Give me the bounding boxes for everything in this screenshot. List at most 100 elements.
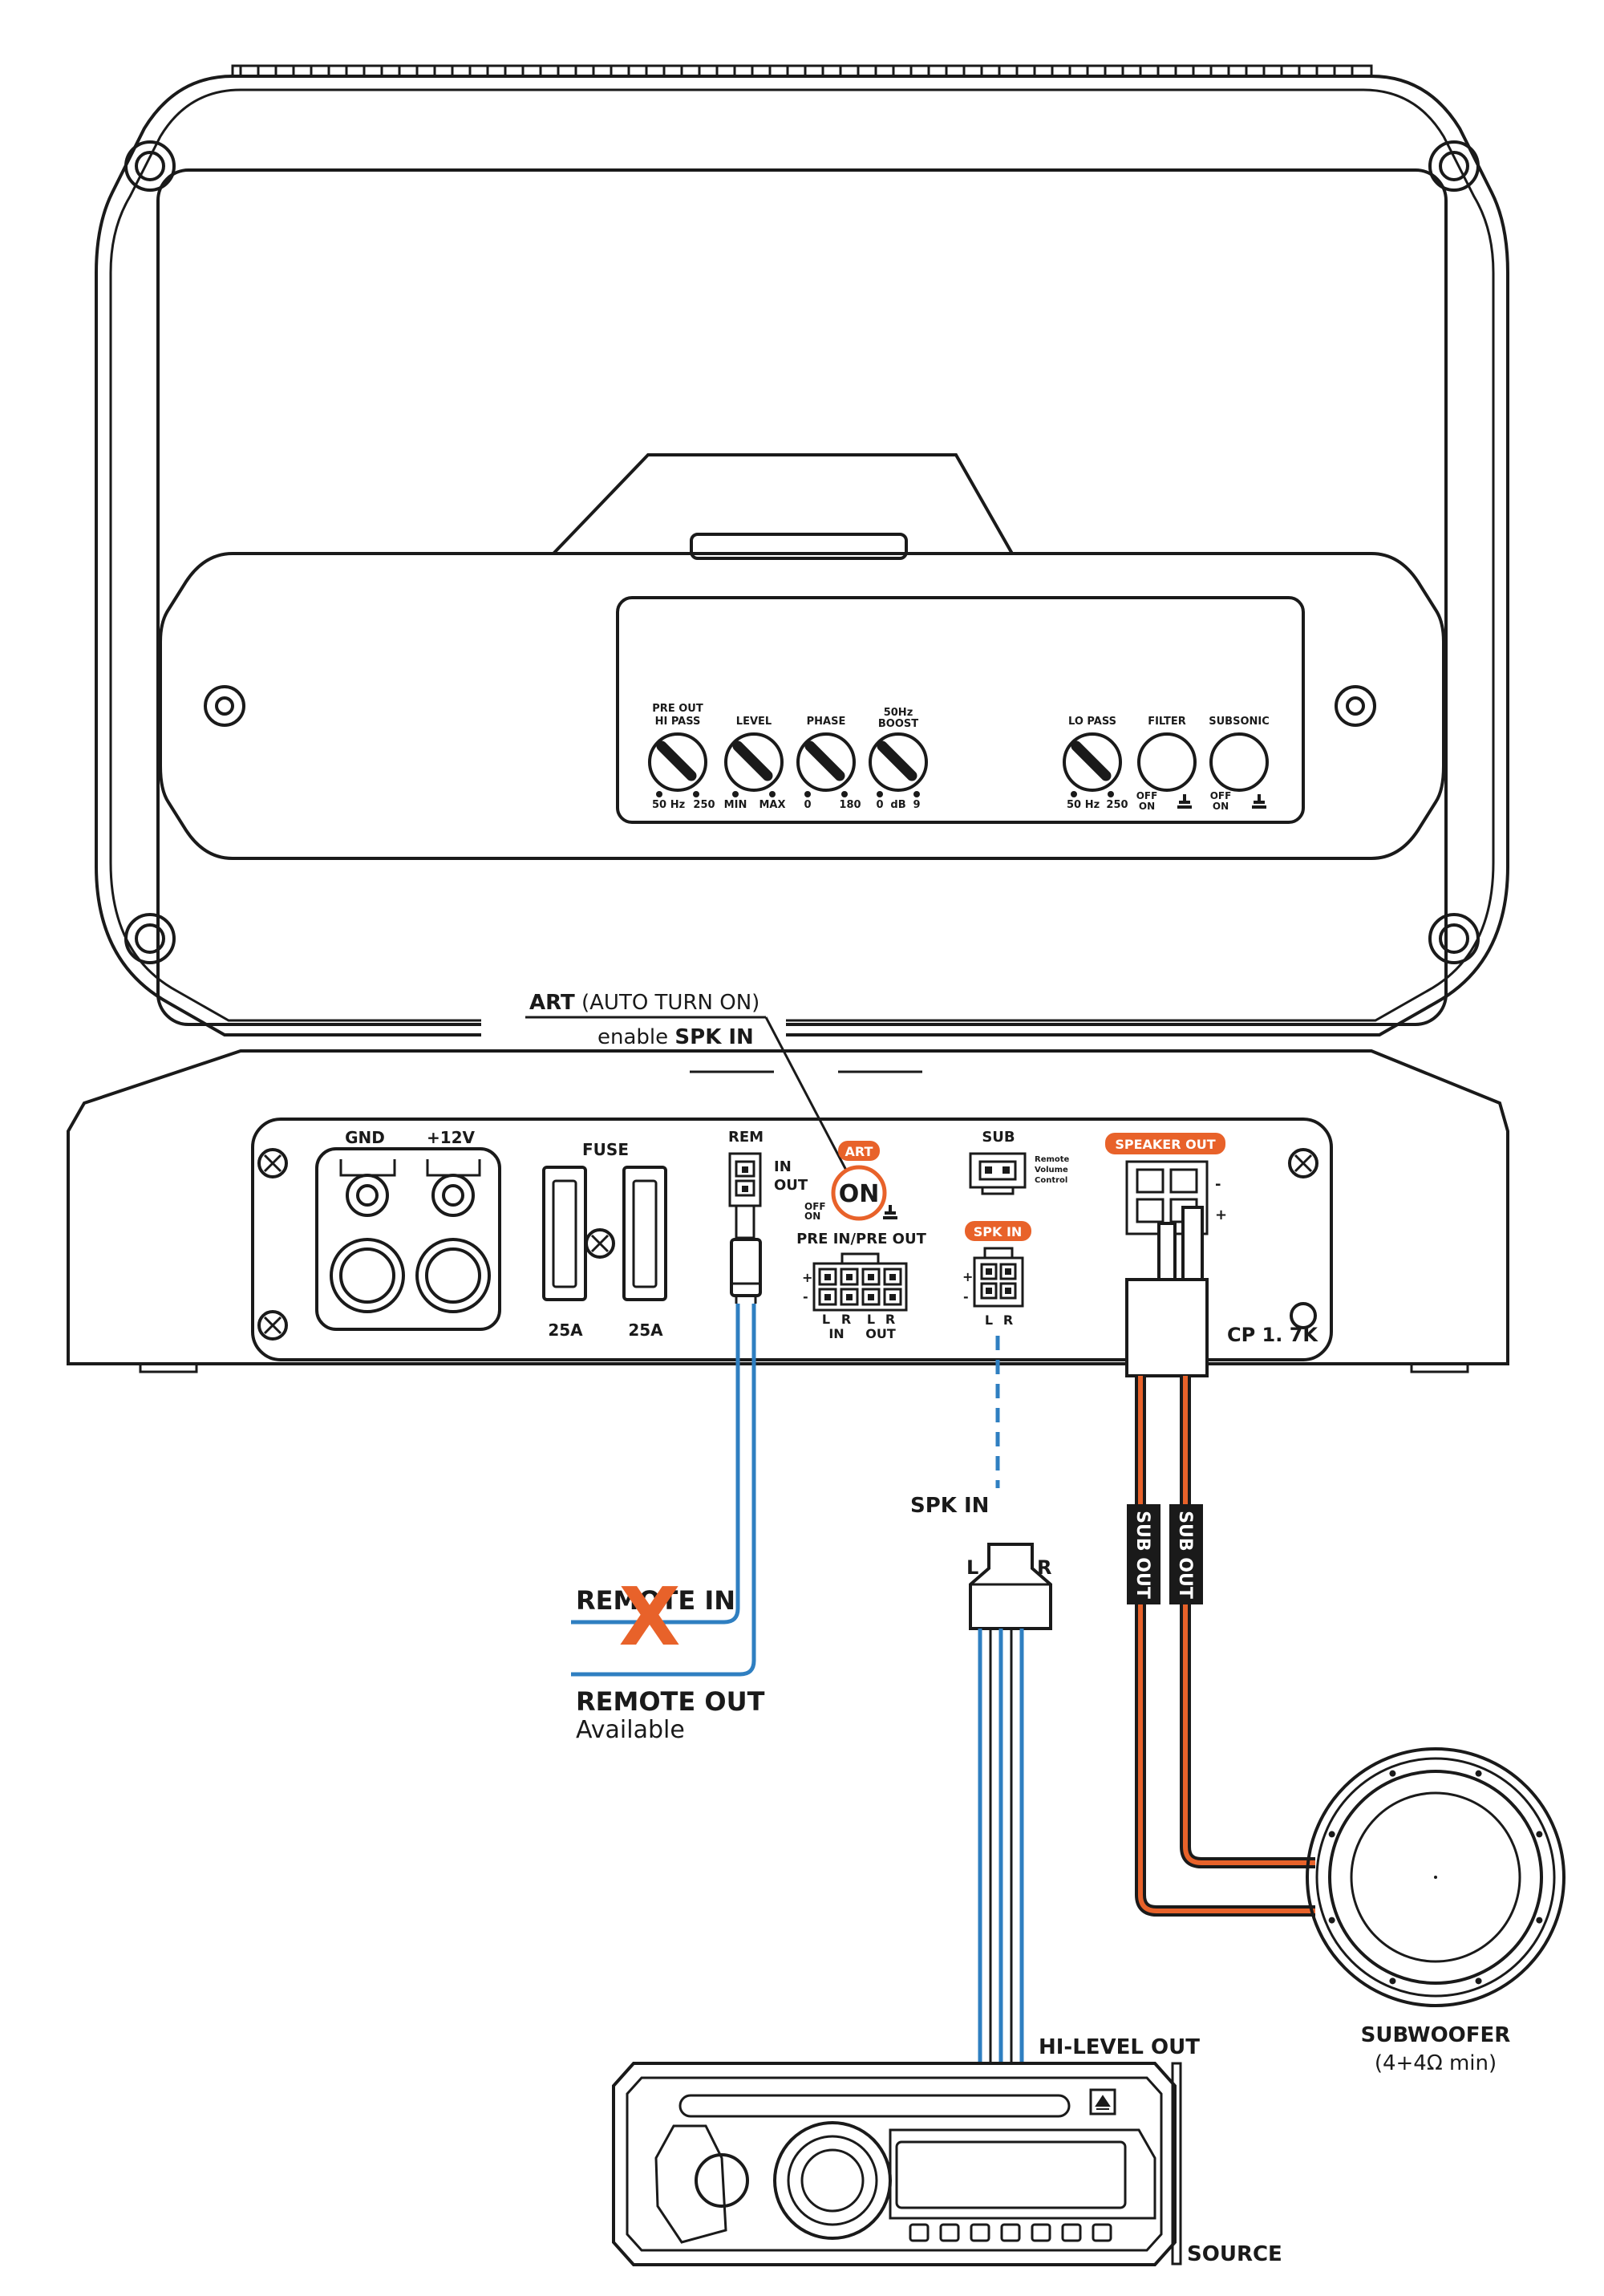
spk-in-badge [965,1221,1031,1241]
speaker-out-badge [1105,1133,1225,1154]
preset-button[interactable] [1092,2223,1112,2242]
model-label: CP 1. 7K [1227,1324,1318,1346]
art-callout: ART (AUTO TURN ON) enable SPK IN [481,991,852,1178]
gnd-terminal[interactable] [330,1174,405,1313]
boost-label: 50Hz [884,707,913,719]
rem-connector[interactable] [728,1152,762,1304]
svg-text:ON: ON [1139,801,1155,812]
preset-button[interactable] [970,2223,990,2242]
source-label: SOURCE [1187,2242,1282,2266]
level-label: LEVEL [736,716,772,728]
disabled-x-icon: X [618,1570,680,1664]
svg-text:250: 250 [1106,799,1128,811]
plate-screw-icon [204,685,245,727]
speaker-out-connector[interactable] [1125,1160,1209,1377]
svg-text:+: + [1215,1207,1227,1223]
plus12v-label: +12V [427,1128,476,1147]
faceplate-right [889,2128,1156,2220]
svg-text:R: R [1037,1556,1051,1579]
preset-button[interactable] [1000,2223,1021,2242]
fuse-2[interactable] [622,1166,667,1301]
svg-text:180: 180 [839,799,861,811]
lopass-label: LO PASS [1068,716,1116,728]
amplifier-top-inner-outline [109,88,1495,1022]
eject-button[interactable] [1089,2088,1116,2115]
head-unit-display [895,2140,1127,2209]
remote-in-label: REMOTE IN [576,1585,735,1616]
fuse-label: FUSE [582,1140,629,1159]
front-panel [251,1118,1333,1361]
fuse-rating: 25A [628,1320,663,1340]
corner-screw-icon [124,140,1480,964]
svg-text:MAX: MAX [759,799,785,811]
svg-text:L: L [867,1312,875,1327]
volume-knob[interactable] [773,2121,892,2240]
preset-button[interactable] [909,2223,930,2242]
available-label: Available [576,1716,685,1744]
svg-text:50: 50 [652,799,666,811]
heat-sink-fins [231,64,1373,76]
control-window [616,596,1305,824]
fuse-1[interactable] [542,1166,587,1301]
filter-label: FILTER [1148,716,1186,728]
svg-text:R: R [1003,1312,1013,1328]
svg-text:SPK IN: SPK IN [974,1224,1023,1239]
pre-in-out-connector[interactable] [812,1252,908,1312]
svg-text:-: - [1215,1176,1221,1193]
subsonic-switch[interactable]: SUBSONIC OFF ON [1209,716,1270,812]
art-callout-subtitle: enable SPK IN [597,1025,754,1049]
level-knob[interactable]: LEVEL MIN MAX [724,716,786,811]
amplifier-front-view: GND +12V FUSE 25A 25A REM [67,1049,1509,1377]
subwoofer [1306,1747,1566,2007]
remote-labels: REMOTE IN X REMOTE OUT Available [576,1570,765,1744]
amplifier-top-outline [95,75,1509,1036]
svg-text:0: 0 [876,799,883,811]
subsonic-label: SUBSONIC [1209,716,1270,728]
sub-out-wires [1135,1376,1315,1917]
svg-text:250: 250 [693,799,715,811]
spk-in-plug[interactable] [969,1543,1052,1630]
svg-text:+: + [962,1269,973,1284]
cover-ridge [552,453,1014,555]
svg-text:SUB OUT: SUB OUT [1132,1511,1152,1599]
lopass-knob[interactable]: LO PASS 50 Hz 250 [1063,716,1128,811]
spk-in-connector[interactable] [973,1247,1024,1308]
control-plate [159,552,1445,860]
rem-out-label: OUT [774,1177,808,1194]
hi-level-out-label: HI-LEVEL OUT [1039,2035,1200,2059]
remote-volume-connector[interactable] [969,1152,1027,1195]
preset-button[interactable] [1031,2223,1051,2242]
preset-button[interactable] [1061,2223,1082,2242]
head-unit-button[interactable] [695,2153,749,2208]
svg-text:SPEAKER OUT: SPEAKER OUT [1115,1137,1215,1152]
art-switch[interactable]: ON [831,1165,887,1221]
phase-knob[interactable]: PHASE 0 180 [796,716,861,811]
sub-out-tag: SUB OUT [1169,1504,1203,1604]
svg-text:Hz: Hz [670,799,685,811]
hi-level-wires [978,1629,1024,2063]
pre-label: PRE IN/PRE OUT [796,1231,926,1247]
svg-text:OUT: OUT [865,1326,896,1341]
source-head-unit [612,2062,1177,2266]
svg-text:L: L [966,1556,978,1579]
push-button-icon [1252,794,1266,809]
svg-text:0: 0 [804,799,811,811]
svg-text:OFF: OFF [1136,790,1158,801]
svg-text:ART: ART [845,1144,873,1159]
faceplate-left [654,2124,727,2244]
power-terminal[interactable] [415,1174,491,1313]
svg-text:L: L [985,1312,993,1328]
svg-text:OFF: OFF [1210,790,1232,801]
hipass-knob[interactable]: PRE OUT HI PASS 50 Hz 250 [648,703,715,811]
boost-knob[interactable]: 50Hz BOOST 0 dB 9 [869,707,928,811]
spk-in-label: SPK IN [910,1494,989,1518]
preset-button[interactable] [939,2223,960,2242]
svg-text:SUB OUT: SUB OUT [1175,1511,1195,1599]
svg-text:+: + [802,1270,812,1285]
svg-text:R: R [885,1312,895,1327]
cd-slot [678,2094,1071,2118]
svg-text:dB: dB [890,799,905,811]
filter-switch[interactable]: FILTER OFF ON [1136,716,1197,812]
svg-text:Remote: Remote [1035,1155,1070,1164]
